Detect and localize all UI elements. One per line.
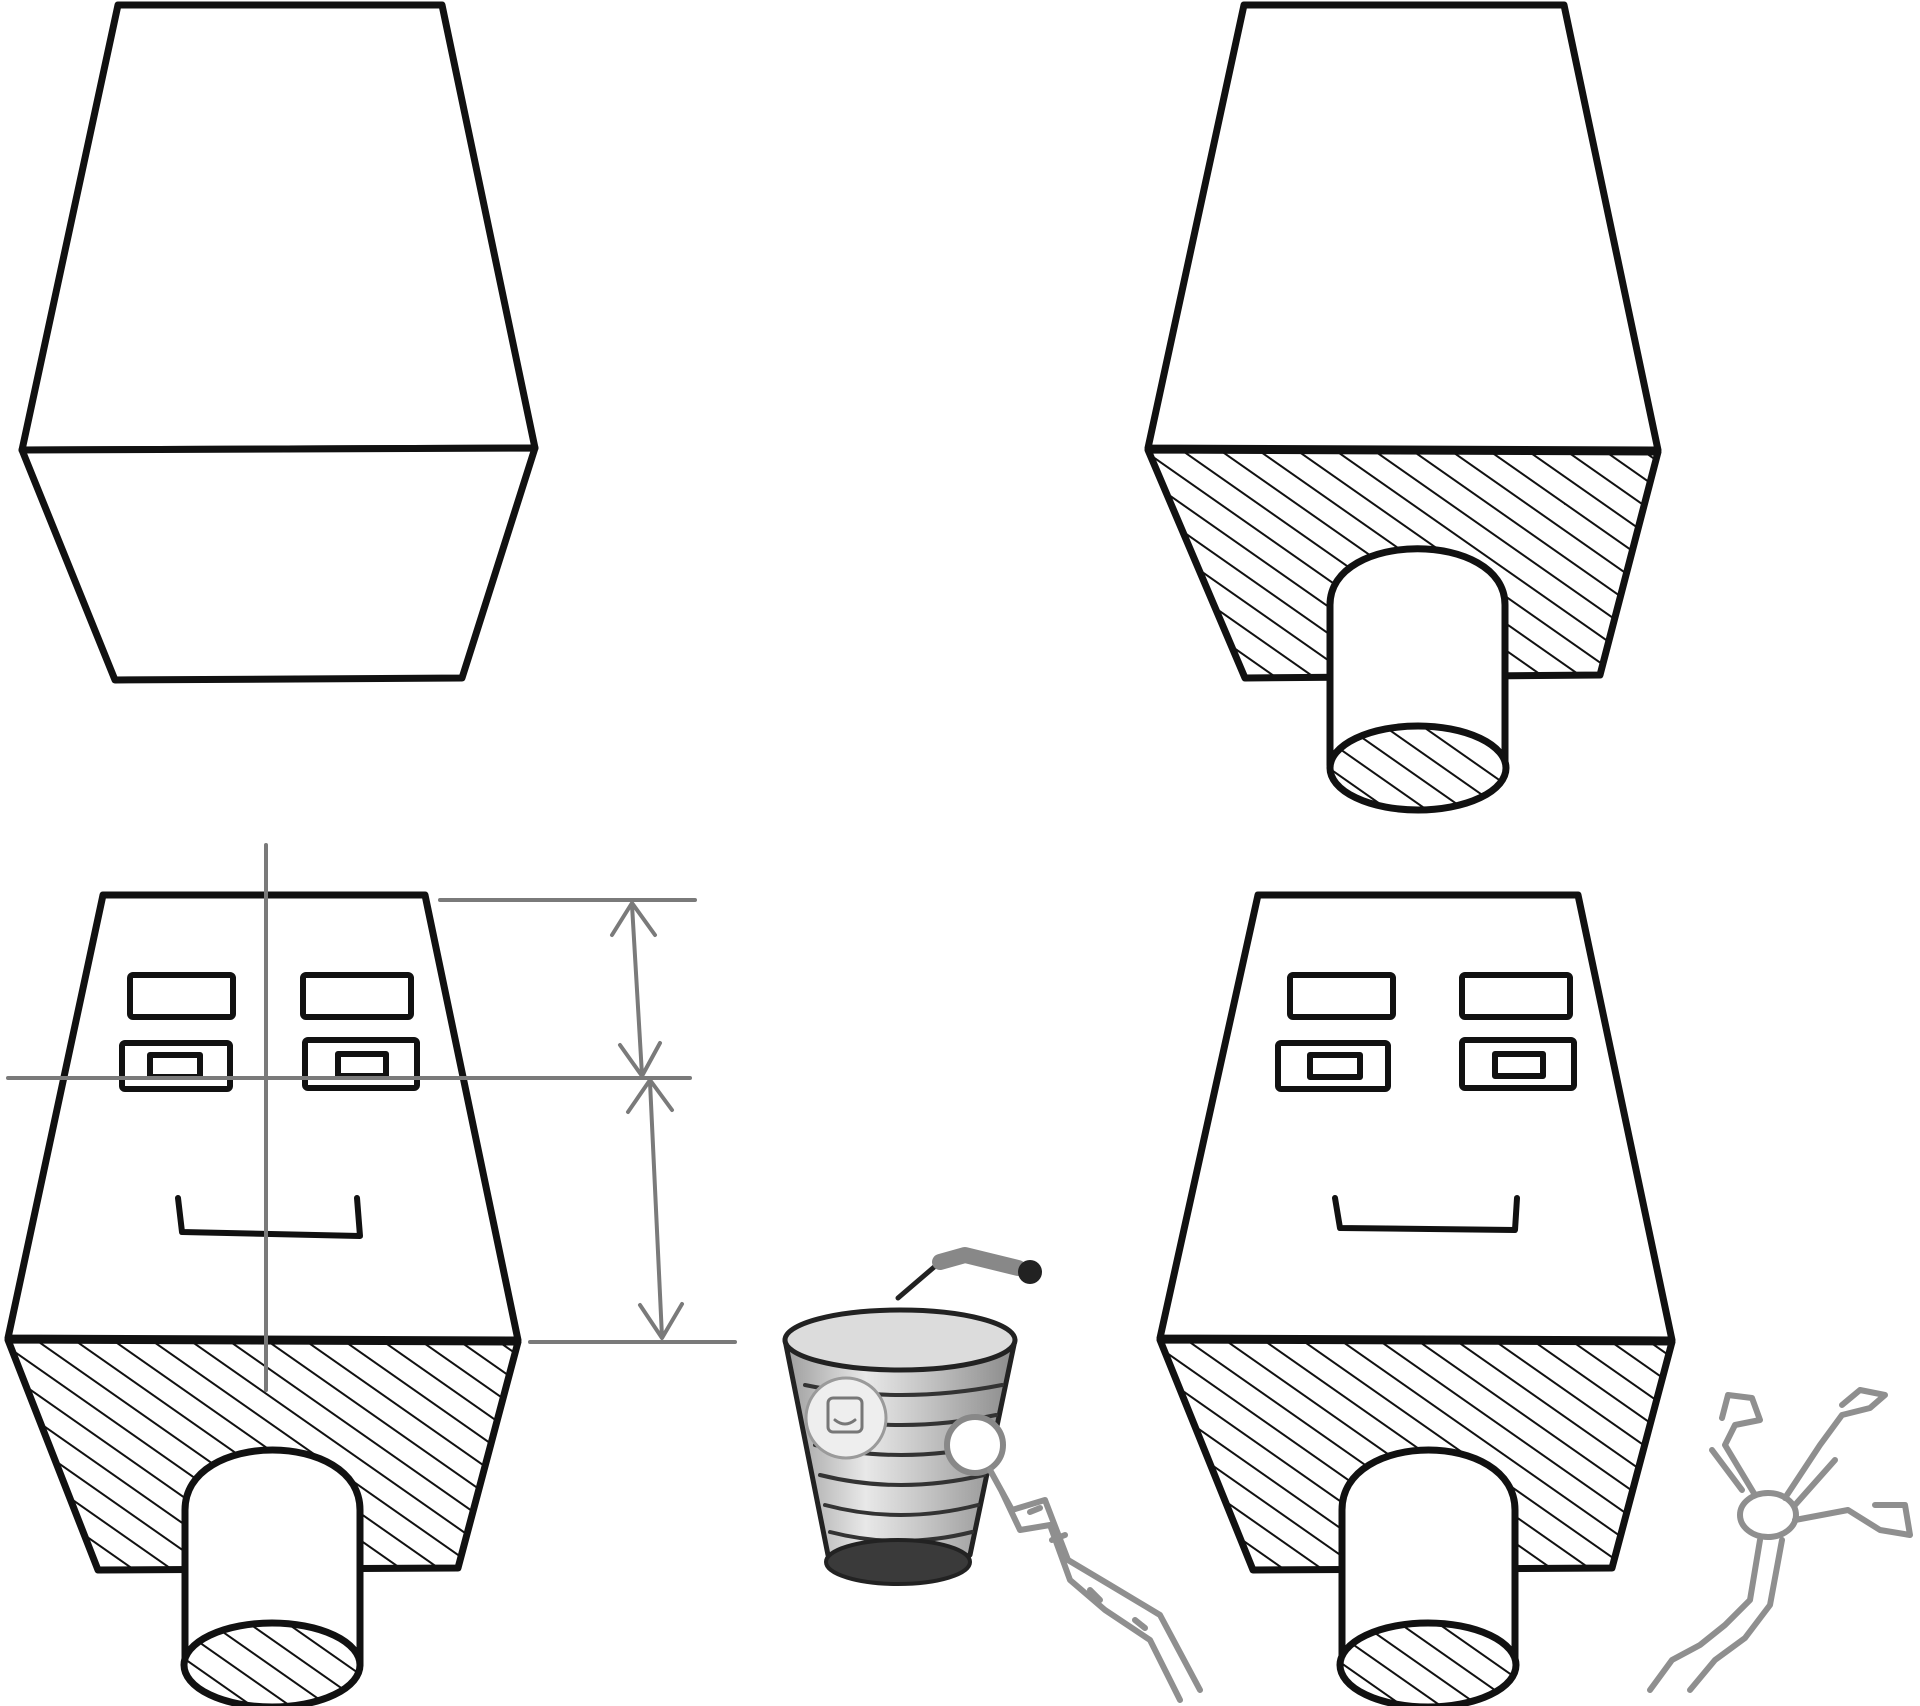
step-3-guides [6, 843, 737, 1392]
step-3-right-brow [300, 972, 414, 1020]
step-1-lower-block [18, 444, 539, 684]
step-1-upper-block [18, 1, 539, 454]
step-4-eyes [1275, 972, 1577, 1092]
step-3-left-pupil [147, 1052, 203, 1080]
step-4-nozzle [1336, 1446, 1520, 1706]
step-1-shape [18, 1, 539, 684]
metal-cup-with-straw-icon [782, 1247, 1042, 1586]
step-4-right-pupil [1492, 1051, 1546, 1079]
robot-arm-icon [944, 1414, 1203, 1703]
step-2-shape [1144, 1, 1662, 814]
lower-dimension-arrow [626, 1078, 684, 1340]
robot-claw-icon [1647, 1387, 1913, 1693]
step-3-shape [4, 843, 737, 1706]
upper-dimension-arrow [610, 901, 662, 1078]
step-4-shape [1156, 891, 1676, 1706]
step-4-left-pupil [1307, 1052, 1363, 1080]
step-3-upper-block [4, 891, 522, 1344]
step-3-right-pupil [335, 1051, 389, 1079]
step-4-mouth [1332, 1195, 1520, 1233]
step-2-upper-block [1144, 1, 1662, 454]
step-3-mouth [175, 1195, 363, 1239]
step-4-left-brow [1287, 972, 1396, 1020]
step-2-nozzle [1326, 545, 1510, 814]
step-4-upper-block [1156, 891, 1676, 1344]
step-3-nozzle [180, 1446, 364, 1706]
step-4-right-brow [1459, 972, 1573, 1020]
step-3-left-brow [127, 972, 236, 1020]
